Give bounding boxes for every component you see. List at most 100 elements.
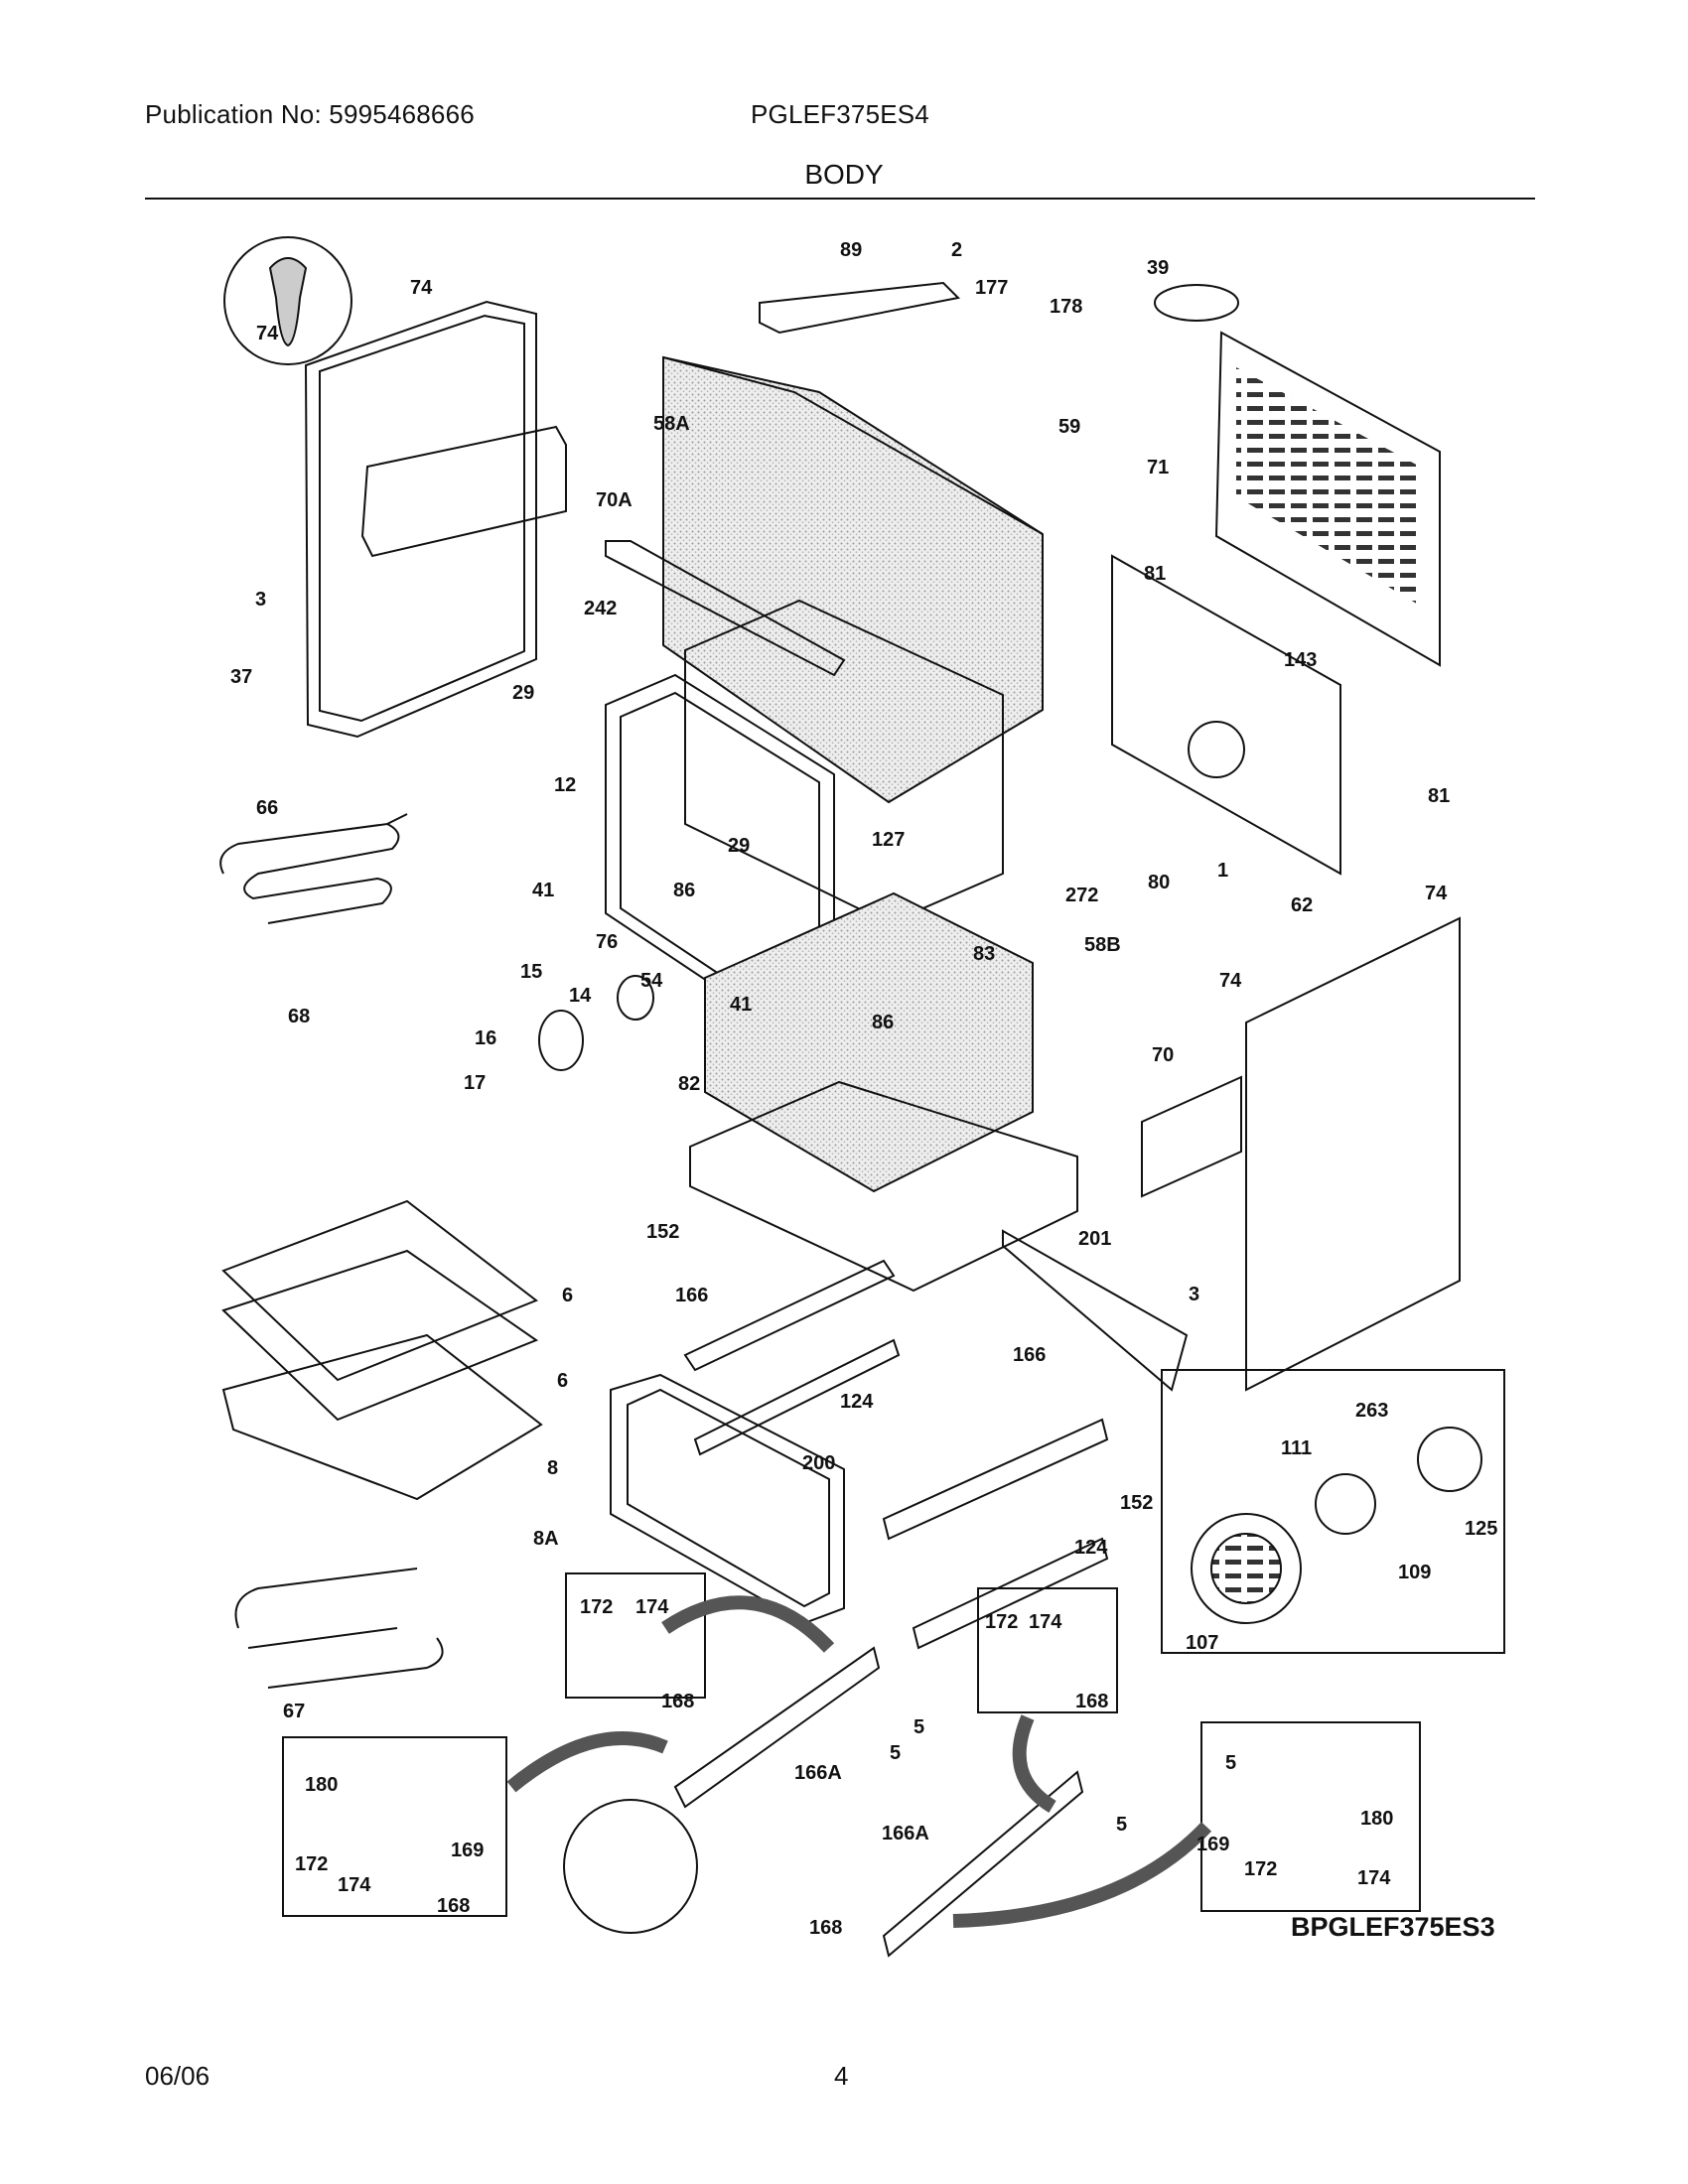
- callout-label: 29: [512, 682, 534, 704]
- callout-label: 166A: [794, 1762, 842, 1784]
- callout-label: 15: [520, 961, 542, 983]
- control-bracket: [1111, 554, 1341, 876]
- callout-label: 58B: [1084, 934, 1121, 956]
- callout-label: 58A: [653, 413, 690, 435]
- callout-label: 39: [1147, 257, 1169, 279]
- bracket-detail-box-left: [282, 1736, 507, 1917]
- callout-label: 37: [230, 666, 252, 688]
- callout-label: 166: [1013, 1344, 1046, 1366]
- callout-label: 5: [1116, 1814, 1127, 1836]
- foot-detail-box-left: [565, 1572, 706, 1699]
- oven-cavity-insulation: [662, 355, 1044, 804]
- callout-label: 81: [1144, 563, 1166, 585]
- callout-label: 169: [1196, 1834, 1229, 1855]
- callout-label: 174: [635, 1596, 669, 1618]
- oven-rack: [221, 1199, 539, 1382]
- callout-label: 8A: [533, 1528, 559, 1550]
- callout-label: 172: [580, 1596, 613, 1618]
- callout-label: 66: [256, 797, 278, 819]
- right-side-panel: [1245, 916, 1461, 1392]
- page-number: 4: [834, 2061, 849, 2091]
- lower-insulation: [704, 891, 1034, 1193]
- callout-label: 68: [288, 1006, 310, 1027]
- lower-frame: [610, 1373, 845, 1625]
- callout-label: 172: [295, 1853, 328, 1875]
- header-divider: [145, 198, 1535, 200]
- broil-element: [219, 813, 408, 924]
- callout-label: 168: [809, 1917, 842, 1939]
- callout-label: 82: [678, 1073, 700, 1095]
- callout-label: 5: [1225, 1752, 1236, 1774]
- fan-detail-box: [1161, 1369, 1505, 1654]
- callout-label: 16: [475, 1027, 496, 1049]
- callout-label: 41: [532, 880, 554, 901]
- callout-label: 143: [1284, 649, 1317, 671]
- callout-label: 81: [1428, 785, 1450, 807]
- callout-label: 168: [437, 1895, 470, 1917]
- callout-label: 14: [569, 985, 592, 1007]
- callout-label: 107: [1186, 1632, 1218, 1654]
- diagram-code: BPGLEF375ES3: [1291, 1912, 1495, 1942]
- callout-label: 3: [255, 589, 266, 611]
- model-number: PGLEF375ES4: [751, 99, 929, 129]
- callout-label: 172: [1244, 1858, 1277, 1880]
- callout-label: 89: [840, 239, 862, 261]
- callout-label: 272: [1065, 885, 1098, 906]
- callout-label: 168: [661, 1691, 694, 1712]
- callout-label: 5: [914, 1716, 924, 1738]
- callout-label: 80: [1148, 872, 1170, 893]
- callout-label: 8: [547, 1457, 558, 1479]
- callout-label: 12: [554, 774, 576, 796]
- callout-label: 111: [1281, 1437, 1312, 1459]
- callout-label: 71: [1147, 457, 1169, 478]
- callout-label: 41: [730, 994, 752, 1016]
- publication-number: Publication No: 5995468666: [145, 99, 475, 129]
- callout-label: 74: [1219, 970, 1242, 992]
- callout-label: 67: [283, 1701, 305, 1722]
- callout-label: 166: [675, 1285, 708, 1306]
- callout-label: 169: [451, 1840, 484, 1861]
- rear-panel: [1214, 331, 1441, 667]
- callout-label: 74: [1425, 883, 1448, 904]
- callout-label: 17: [464, 1072, 486, 1094]
- foot-detail-box-right: [977, 1587, 1118, 1713]
- section-title: BODY: [804, 159, 884, 190]
- callout-label: 83: [973, 943, 995, 965]
- footer-date: 06/06: [145, 2061, 211, 2091]
- callout-label: 76: [596, 931, 618, 953]
- callout-label: 1: [1217, 860, 1228, 882]
- callout-label: 86: [872, 1012, 894, 1033]
- callout-label: 29: [728, 835, 750, 857]
- callout-label: 59: [1058, 416, 1080, 438]
- bottom-tray: [221, 1333, 543, 1501]
- callout-label: 172: [985, 1611, 1018, 1633]
- leveling-leg-detail: [563, 1799, 698, 1934]
- callout-label: 174: [1029, 1611, 1062, 1633]
- callout-label: 201: [1078, 1228, 1111, 1250]
- bake-element: [234, 1568, 444, 1689]
- callout-label: 6: [562, 1285, 573, 1306]
- callout-label: 125: [1465, 1518, 1497, 1540]
- callout-label: 5: [890, 1742, 901, 1764]
- callout-label: 127: [872, 829, 905, 851]
- callout-label: 177: [975, 277, 1008, 299]
- callout-label: 70: [1152, 1044, 1174, 1066]
- callout-label: 178: [1050, 296, 1082, 318]
- callout-label: 263: [1355, 1400, 1388, 1422]
- callout-label: 180: [1360, 1808, 1393, 1830]
- callout-label: 168: [1075, 1691, 1108, 1712]
- callout-label: 109: [1398, 1562, 1431, 1583]
- bottom-plate: [689, 1080, 1078, 1293]
- left-side-panel: [304, 300, 537, 739]
- detail-circle-74: [223, 236, 352, 365]
- callout-label: 200: [802, 1452, 835, 1474]
- callout-label: 124: [1074, 1537, 1108, 1559]
- callout-label: 174: [1357, 1867, 1391, 1889]
- callout-label: 2: [951, 239, 962, 261]
- callout-label: 86: [673, 880, 695, 901]
- callout-label: 54: [640, 970, 663, 992]
- bracket-detail-box-right: [1200, 1721, 1421, 1912]
- callout-label: 74: [410, 277, 433, 299]
